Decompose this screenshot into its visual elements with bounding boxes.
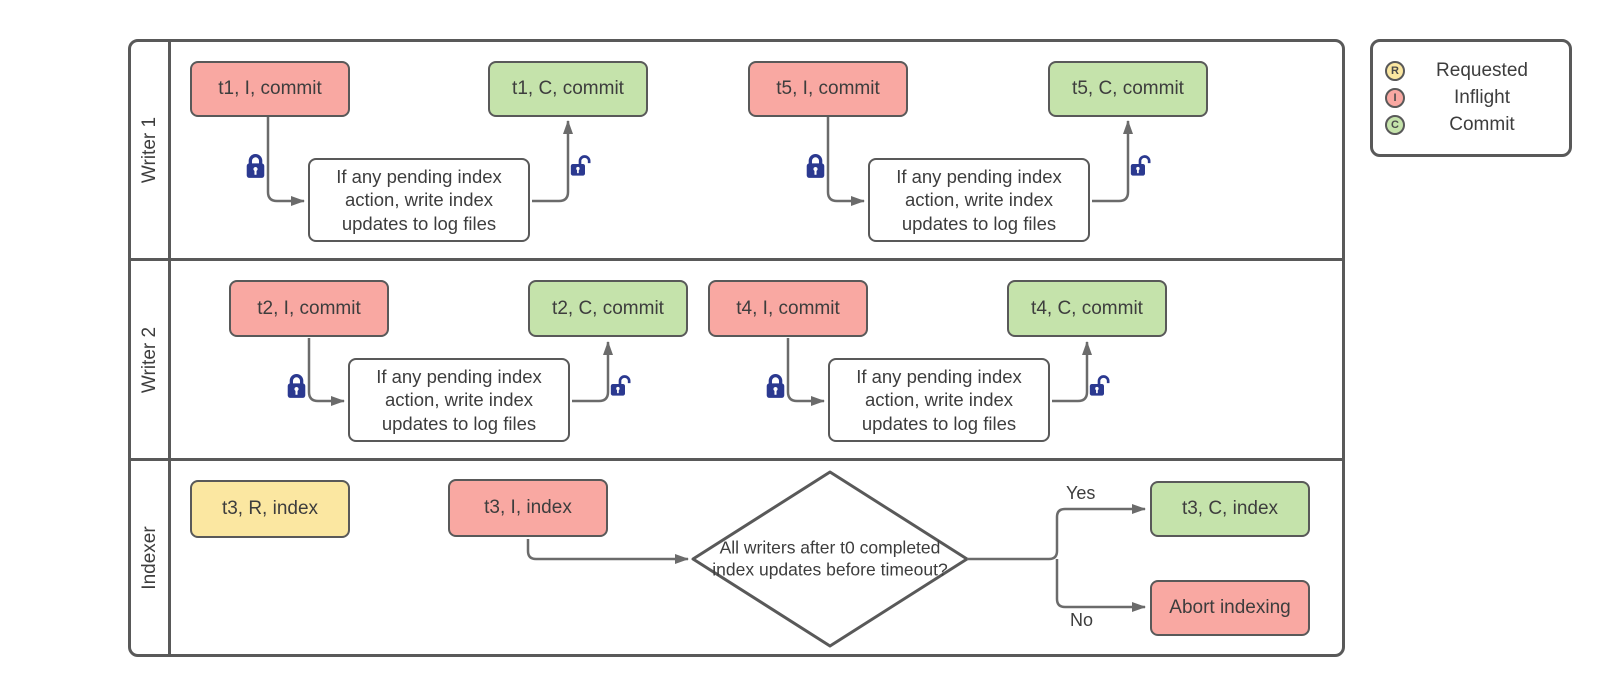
node-t3-inflight: t3, I, index — [448, 479, 608, 537]
legend-label-inflight: Inflight — [1454, 87, 1510, 108]
lane-label-column-divider — [168, 39, 171, 657]
inflight-state-icon: I — [1385, 88, 1405, 108]
requested-state-icon: R — [1385, 61, 1405, 81]
node-t4-commit: t4, C, commit — [1007, 280, 1167, 337]
lane-label-indexer: Indexer — [139, 526, 160, 590]
process-box-writer2-flow1: If any pending index action, write index… — [348, 358, 570, 442]
lane-divider-1 — [128, 258, 1345, 261]
lane-label-writer2: Writer 2 — [139, 326, 160, 394]
open-lock-icon — [1130, 151, 1155, 182]
process-box-writer2-flow2: If any pending index action, write index… — [828, 358, 1050, 442]
commit-state-icon: C — [1385, 115, 1405, 135]
closed-lock-icon — [243, 151, 268, 182]
open-lock-icon — [1089, 371, 1114, 402]
node-t1-inflight: t1, I, commit — [190, 61, 350, 117]
node-t4-inflight: t4, I, commit — [708, 280, 868, 337]
process-box-writer1-flow1: If any pending index action, write index… — [308, 158, 530, 242]
lane-divider-2 — [128, 458, 1345, 461]
lane-label-writer1: Writer 1 — [139, 116, 160, 184]
swimlane-frame — [128, 39, 1345, 657]
decision-text: All writers after t0 completed index upd… — [712, 537, 948, 580]
legend-label-commit: Commit — [1449, 114, 1515, 135]
legend-label-requested: Requested — [1436, 60, 1528, 81]
process-box-writer1-flow2: If any pending index action, write index… — [868, 158, 1090, 242]
legend: R Requested I Inflight C Commit — [1370, 39, 1572, 157]
node-t5-commit: t5, C, commit — [1048, 61, 1208, 117]
legend-row-inflight: I Inflight — [1385, 87, 1559, 109]
node-t1-commit: t1, C, commit — [488, 61, 648, 117]
closed-lock-icon — [284, 371, 309, 402]
closed-lock-icon — [803, 151, 828, 182]
no-branch-label: No — [1070, 610, 1094, 630]
node-t2-commit: t2, C, commit — [528, 280, 688, 337]
node-t3-commit: t3, C, index — [1150, 481, 1310, 537]
node-t3-requested: t3, R, index — [190, 480, 350, 538]
yes-branch-label: Yes — [1066, 483, 1096, 503]
node-t5-inflight: t5, I, commit — [748, 61, 908, 117]
open-lock-icon — [570, 151, 595, 182]
node-t2-inflight: t2, I, commit — [229, 280, 389, 337]
legend-row-commit: C Commit — [1385, 114, 1559, 136]
closed-lock-icon — [763, 371, 788, 402]
node-abort-indexing: Abort indexing — [1150, 580, 1310, 636]
open-lock-icon — [610, 371, 635, 402]
legend-row-requested: R Requested — [1385, 60, 1559, 82]
